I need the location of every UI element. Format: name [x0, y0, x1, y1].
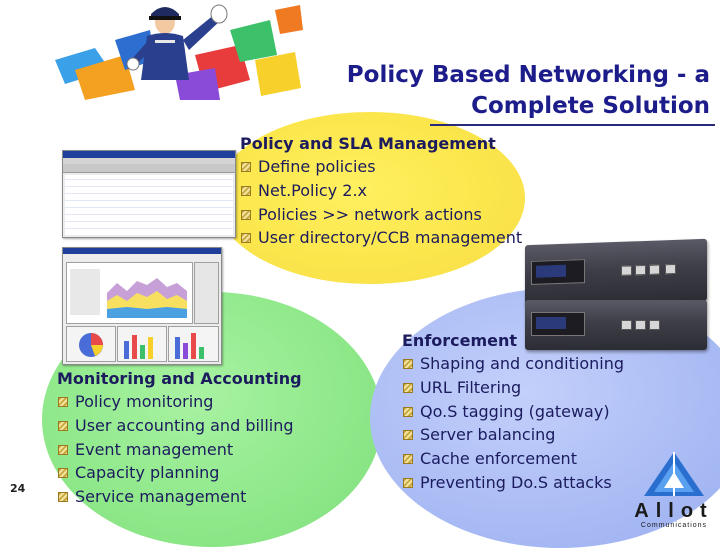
list-item: Policy monitoring [57, 390, 302, 414]
bullet-icon [58, 444, 68, 455]
bullet-icon [58, 420, 68, 431]
logo-tagline: Communications [640, 522, 708, 529]
list-item: Event management [57, 438, 302, 462]
appliance-device-top [525, 238, 707, 308]
bar-chart-panel-1 [117, 326, 167, 362]
enforcement-heading: Enforcement [402, 331, 518, 350]
policy-ellipse [215, 112, 525, 284]
title-line-2: Complete Solution [471, 93, 710, 119]
list-item: User accounting and billing [57, 414, 302, 438]
monitoring-section: Monitoring and Accounting Policy monitor… [57, 369, 302, 509]
list-item: Capacity planning [57, 461, 302, 485]
bullet-icon [403, 454, 413, 465]
list-item: URL Filtering [402, 376, 624, 400]
monitoring-screenshot [62, 247, 222, 365]
bullet-icon [403, 382, 413, 393]
bullet-icon [241, 209, 251, 220]
pie-chart-panel [66, 326, 116, 362]
bullet-icon [403, 406, 413, 417]
area-chart-panel [66, 262, 193, 324]
bullet-icon [241, 185, 251, 196]
allot-logo-triangle [644, 452, 704, 496]
list-item: Service management [57, 485, 302, 509]
list-item: Qo.S tagging (gateway) [402, 400, 624, 424]
list-item: Shaping and conditioning [402, 352, 624, 376]
bullet-icon [241, 162, 251, 172]
policy-manager-screenshot [62, 150, 236, 238]
slide-title: Policy Based Networking - a Complete Sol… [347, 60, 710, 122]
policy-list: Define policies Net.Policy 2.x Policies … [240, 155, 522, 250]
policy-heading: Policy and SLA Management [240, 134, 496, 153]
bar-chart-panel-2 [168, 326, 219, 362]
enforcement-list: Shaping and conditioning URL Filtering Q… [402, 352, 624, 495]
list-item: Policies >> network actions [240, 203, 522, 227]
monitoring-list: Policy monitoring User accounting and bi… [57, 390, 302, 509]
bullet-icon [58, 492, 68, 503]
list-item: Server balancing [402, 423, 624, 447]
page-number: 24 [10, 482, 26, 495]
bullet-icon [58, 397, 68, 407]
list-item: Preventing Do.S attacks [402, 471, 624, 495]
list-item: User directory/CCB management [240, 226, 522, 250]
list-item: Net.Policy 2.x [240, 179, 522, 203]
enforcement-section: Enforcement Shaping and conditioning URL… [402, 331, 624, 495]
monitoring-heading: Monitoring and Accounting [57, 369, 302, 388]
bullet-icon [403, 477, 413, 488]
traffic-police-clipart [55, 4, 303, 100]
appliance-device-bottom [525, 300, 707, 350]
policy-section: Policy and SLA Management Define policie… [240, 134, 522, 250]
list-item: Cache enforcement [402, 447, 624, 471]
logo-name: Allot [634, 500, 714, 522]
bullet-icon [403, 359, 413, 369]
list-item: Define policies [240, 155, 522, 179]
bullet-icon [241, 233, 251, 244]
title-line-1: Policy Based Networking - a [346, 62, 710, 88]
title-underline [430, 124, 715, 126]
bullet-icon [403, 430, 413, 441]
bullet-icon [58, 468, 68, 479]
legend-panel [194, 262, 219, 324]
